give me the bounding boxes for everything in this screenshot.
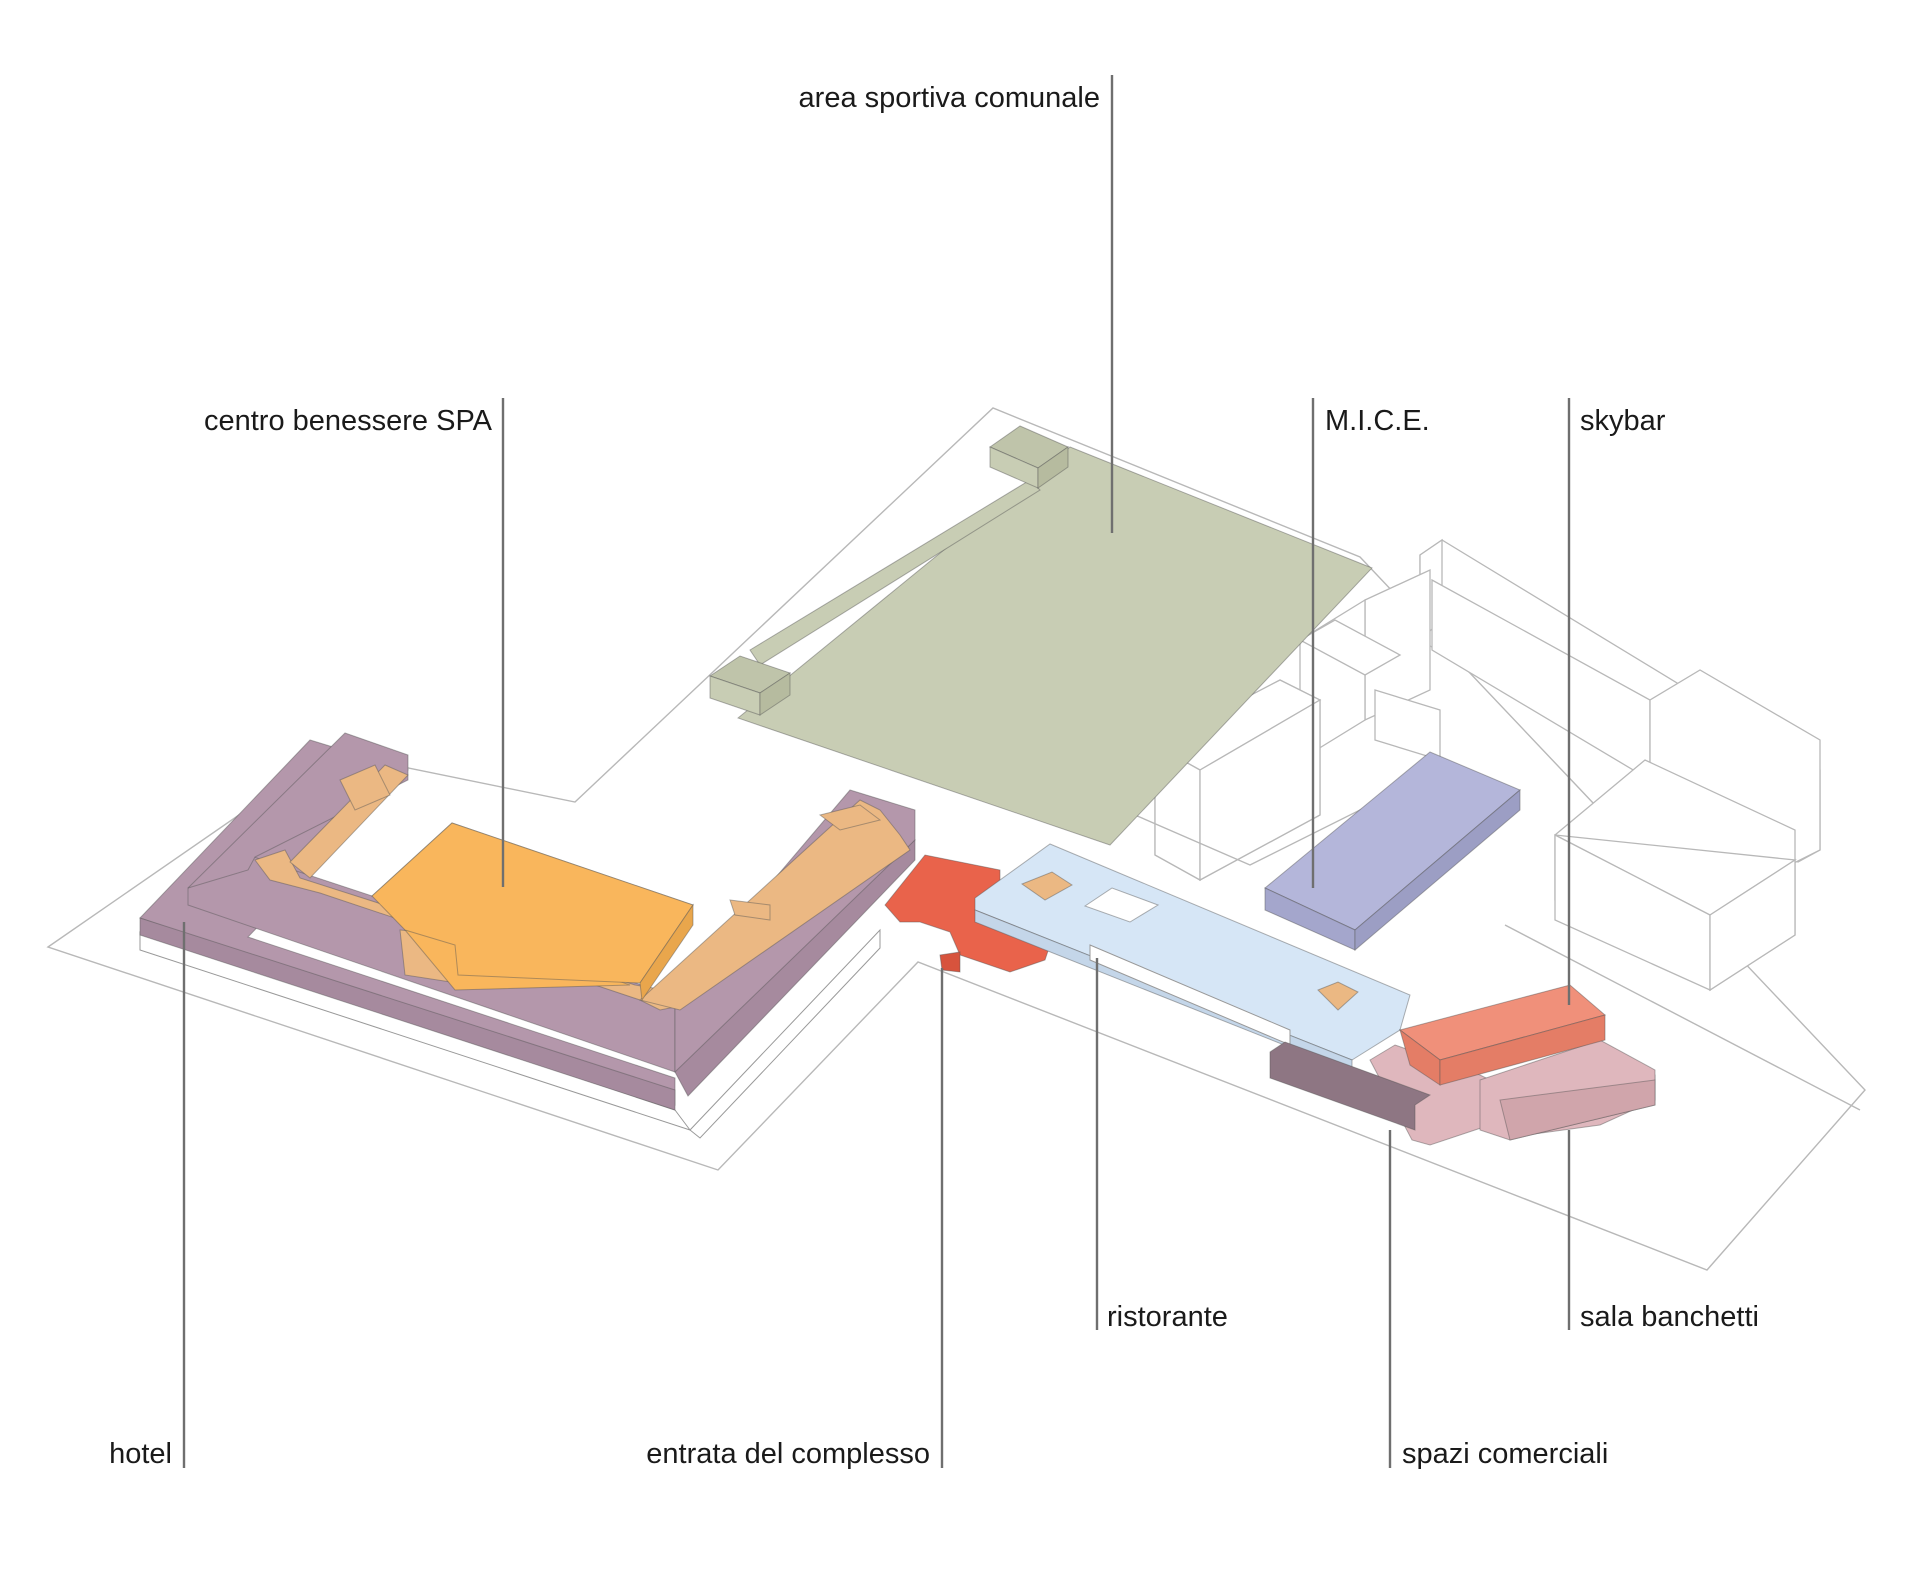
mice-building bbox=[1264, 751, 1521, 952]
label-skybar: skybar bbox=[1580, 405, 1666, 437]
label-ristorante: ristorante bbox=[1107, 1301, 1228, 1333]
sport-area bbox=[708, 425, 1373, 846]
leader-lines bbox=[182, 75, 1571, 1468]
label-spazi-commerciali: spazi comerciali bbox=[1402, 1438, 1608, 1470]
skybar-banchetti-group bbox=[1269, 984, 1656, 1146]
labels: area sportiva comunale centro benessere … bbox=[109, 82, 1759, 1470]
hotel-building bbox=[139, 732, 916, 1139]
label-hotel: hotel bbox=[109, 1438, 172, 1470]
restaurant-building bbox=[974, 843, 1411, 1073]
spa-building bbox=[371, 822, 694, 1002]
label-sala-banchetti: sala banchetti bbox=[1580, 1301, 1759, 1333]
label-mice: M.I.C.E. bbox=[1325, 405, 1430, 437]
commercial-dark-volume bbox=[1269, 1041, 1432, 1131]
label-spa: centro benessere SPA bbox=[204, 405, 493, 437]
sport-field-strip bbox=[749, 479, 1041, 666]
label-entrata: entrata del complesso bbox=[646, 1438, 930, 1470]
entrance-block bbox=[884, 854, 1051, 973]
neighbouring-buildings bbox=[1134, 538, 1861, 1111]
label-area-sportiva: area sportiva comunale bbox=[799, 82, 1100, 114]
